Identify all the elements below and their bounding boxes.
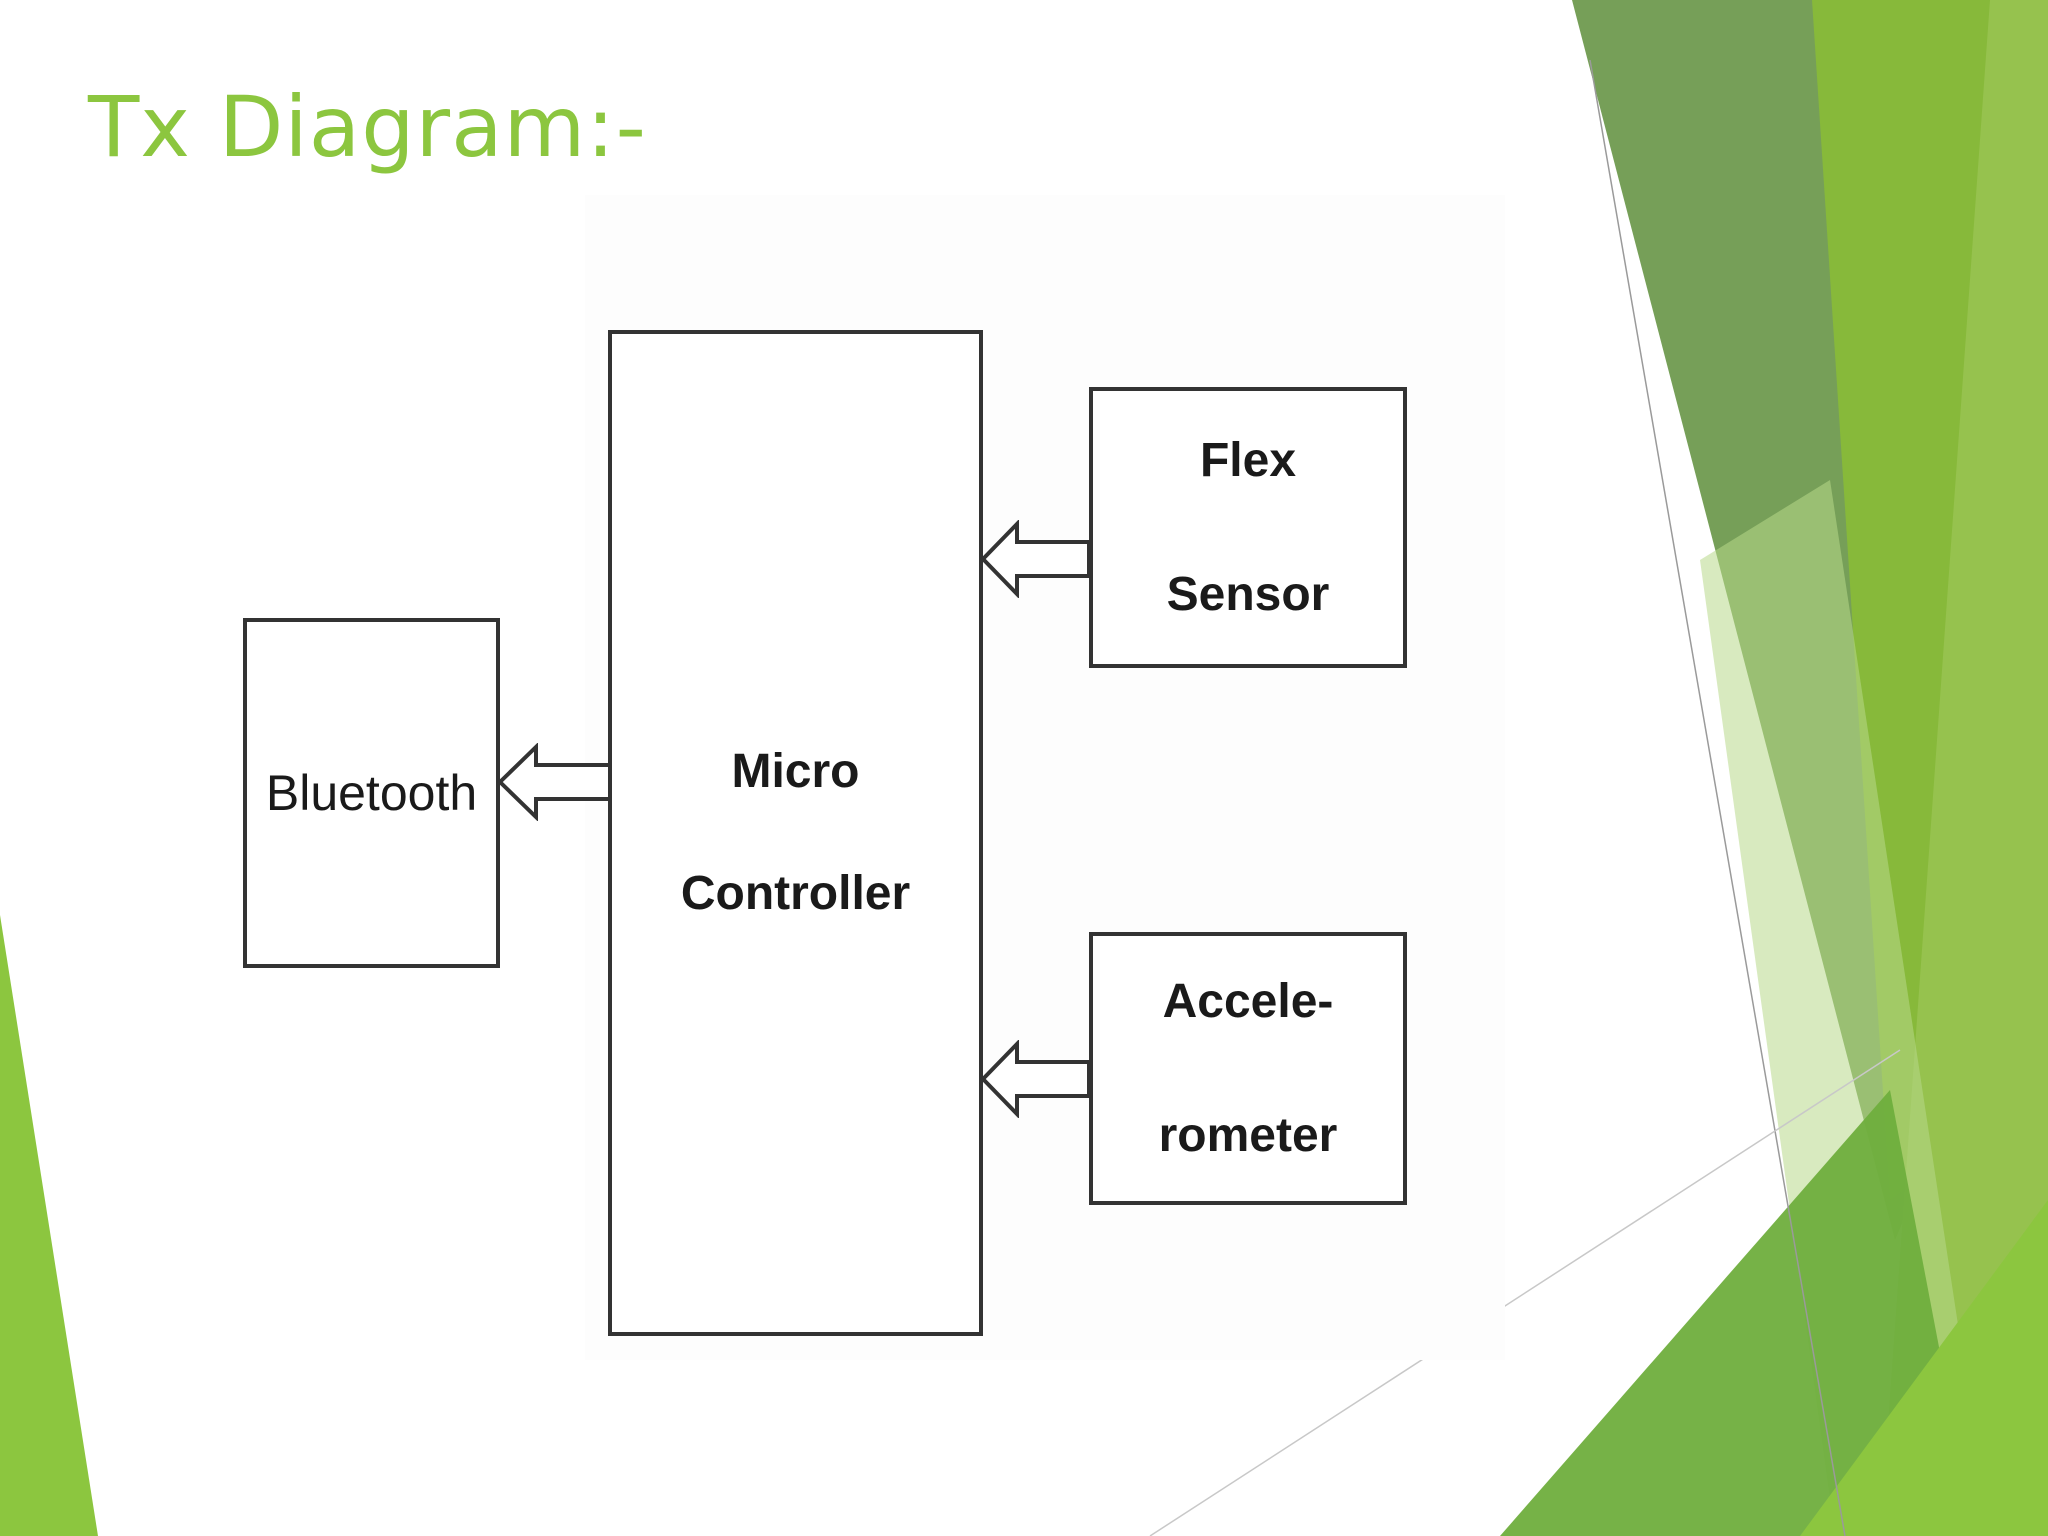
thin-diagonal-line-lower [1149,1049,1901,1536]
arrow-micro-to-bluetooth [497,743,612,821]
thin-diagonal-line [1589,59,1846,1536]
micro-controller-label-line1: Micro [731,745,860,798]
bluetooth-label: Bluetooth [265,765,478,821]
flex-sensor-block: Flex Sensor [1089,387,1407,668]
accelerometer-block: Accele- rometer [1089,932,1407,1205]
arrow-accelerometer-to-micro [980,1040,1091,1118]
bottom-corner-green [1800,1200,2048,1536]
micro-controller-label-line2: Controller [680,867,911,920]
bluetooth-block: Bluetooth [243,618,500,968]
flex-sensor-label-line2: Sensor [1166,567,1330,621]
accelerometer-label-line2: rometer [1158,1108,1338,1162]
slide-title: Tx Diagram:- [88,78,647,176]
arrow-flex-to-micro [980,520,1091,598]
left-green-sliver [0,915,98,1536]
flex-sensor-label-line1: Flex [1199,433,1297,487]
micro-controller-block: Micro Controller [608,330,983,1336]
accelerometer-label-line1: Accele- [1162,974,1334,1028]
lower-right-green-wedge [1500,1090,1975,1536]
